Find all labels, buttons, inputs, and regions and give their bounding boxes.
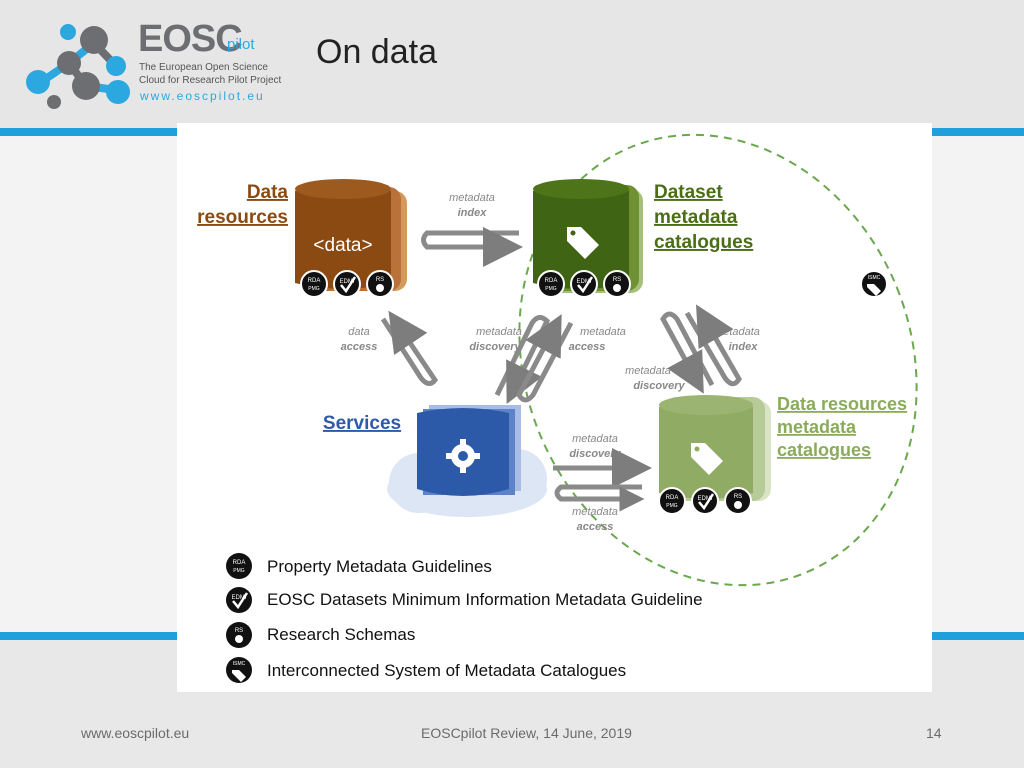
svg-text:RDA: RDA <box>666 495 679 501</box>
data-access-arrow <box>380 310 439 386</box>
logo-wordmark: EOSC <box>138 18 243 60</box>
bottom-discovery-label-line1: metadata <box>572 433 618 445</box>
dataset-catalogues-label-line1: Dataset <box>654 182 723 203</box>
data-resources-catalogues-label-line3: catalogues <box>777 440 871 460</box>
data-access-label-line2: access <box>341 341 378 353</box>
metadata-index-right-arrow <box>684 304 742 387</box>
mid-access-label-line2: access <box>569 341 606 353</box>
legend-label: Research Schemas <box>267 625 415 644</box>
dataset-catalogues-label-line2: metadata <box>654 207 738 228</box>
metadata-discovery-right-arrow <box>660 311 715 394</box>
data-resources-catalogues-label-line2: metadata <box>777 417 857 437</box>
legend-label: Property Metadata Guidelines <box>267 557 492 576</box>
svg-text:EDMI: EDMI <box>698 496 713 502</box>
top-arrow-label-line1: metadata <box>449 192 495 204</box>
svg-text:RDA: RDA <box>308 278 321 284</box>
rda-pmg-badge-icon <box>537 270 565 298</box>
svg-text:RS: RS <box>613 277 621 283</box>
bottom-discovery-label-line2: discovery <box>569 448 621 460</box>
svg-text:EDMI: EDMI <box>232 595 247 601</box>
right-discovery-label-line2: discovery <box>633 380 685 392</box>
mid-access-label-line1: metadata <box>580 326 626 338</box>
svg-text:EDMI: EDMI <box>340 279 355 285</box>
metadata-index-top-arrow <box>421 227 523 267</box>
data-resources-catalogue-cylinder <box>659 395 771 501</box>
logo-pilot-text: pilot <box>227 36 255 53</box>
svg-text:RDA: RDA <box>545 278 558 284</box>
logo-subtitle-line1: The European Open Science <box>139 62 268 73</box>
top-arrow-label-line2: index <box>458 207 488 219</box>
legend-item-rda: RDA PMG Property Metadata Guidelines <box>226 553 492 579</box>
mid-discovery-label-line1: metadata <box>476 326 522 338</box>
right-discovery-label-line1: metadata <box>625 365 671 377</box>
data-resources-catalogue-badges: RDA PMG EDMI RS <box>658 487 752 515</box>
legend-item-ismc: ISMC Interconnected System of Metadata C… <box>226 657 626 683</box>
mid-discovery-label-line2: discovery <box>469 341 521 353</box>
dataset-catalogues-label-line3: catalogues <box>654 232 753 253</box>
svg-text:RS: RS <box>734 494 742 500</box>
services-label: Services <box>323 413 401 434</box>
rda-pmg-badge-icon <box>300 270 328 298</box>
legend-item-edmi: EDMI EOSC Datasets Minimum Information M… <box>226 587 703 613</box>
data-access-label-line1: data <box>348 326 369 338</box>
svg-text:ISMC: ISMC <box>868 275 881 281</box>
rda-pmg-badge-icon <box>658 487 686 515</box>
svg-text:PMG: PMG <box>308 286 320 292</box>
footer-url: www.eoscpilot.eu <box>81 725 190 741</box>
legend-label: EOSC Datasets Minimum Information Metada… <box>267 590 703 609</box>
ismc-badge-icon: ISMC <box>860 270 888 298</box>
svg-text:EDMI: EDMI <box>577 279 592 285</box>
services-cloud <box>387 405 547 517</box>
data-resources-catalogues-label-line1: Data resources <box>777 394 907 414</box>
tag-icon <box>567 227 599 259</box>
slide-header <box>0 0 1024 128</box>
data-resources-badges: RDA PMG EDMI RS <box>300 270 394 298</box>
svg-text:RS: RS <box>235 628 243 634</box>
data-resources-label-line2: resources <box>197 207 288 228</box>
logo-subtitle-line2: Cloud for Research Pilot Project <box>139 75 282 86</box>
data-flow-diagram: Data resources <data> RDA PMG EDMI RS me… <box>197 133 918 683</box>
svg-text:PMG: PMG <box>666 503 678 509</box>
legend-label: Interconnected System of Metadata Catalo… <box>267 661 626 680</box>
svg-text:PMG: PMG <box>545 286 557 292</box>
dataset-catalogue-cylinder <box>533 179 643 293</box>
tag-icon <box>691 443 723 475</box>
right-index-label-line2: index <box>729 341 759 353</box>
bottom-access-label-line2: access <box>577 521 614 533</box>
svg-text:ISMC: ISMC <box>233 661 246 667</box>
data-cylinder-text: <data> <box>313 235 372 256</box>
ismc-boundary-ellipse <box>518 133 918 587</box>
svg-text:RS: RS <box>376 277 384 283</box>
svg-text:RDA: RDA <box>233 560 246 566</box>
gear-icon <box>446 439 480 473</box>
right-index-label-line1: metadata <box>714 326 760 338</box>
rda-pmg-legend-icon <box>226 553 252 579</box>
bottom-access-label-line1: metadata <box>572 506 618 518</box>
page-number: 14 <box>926 725 942 741</box>
metadata-access-bottom-arrow <box>554 484 645 512</box>
legend-item-rs: RS Research Schemas <box>226 622 415 648</box>
footer-review-date: EOSCpilot Review, 14 June, 2019 <box>421 725 632 741</box>
logo-url: www.eoscpilot.eu <box>140 89 265 103</box>
data-resources-cylinder: <data> <box>295 179 407 291</box>
page-title: On data <box>316 33 437 71</box>
metadata-access-mid-arrow <box>516 314 574 403</box>
dataset-catalogue-badges: RDA PMG EDMI RS <box>537 270 631 298</box>
diagram-panel: Data resources <data> RDA PMG EDMI RS me… <box>177 123 932 692</box>
legend: RDA PMG Property Metadata Guidelines EDM… <box>226 553 703 683</box>
svg-text:PMG: PMG <box>233 568 245 574</box>
eoscpilot-logo-icon <box>26 24 130 109</box>
data-resources-label: Data <box>247 182 289 203</box>
